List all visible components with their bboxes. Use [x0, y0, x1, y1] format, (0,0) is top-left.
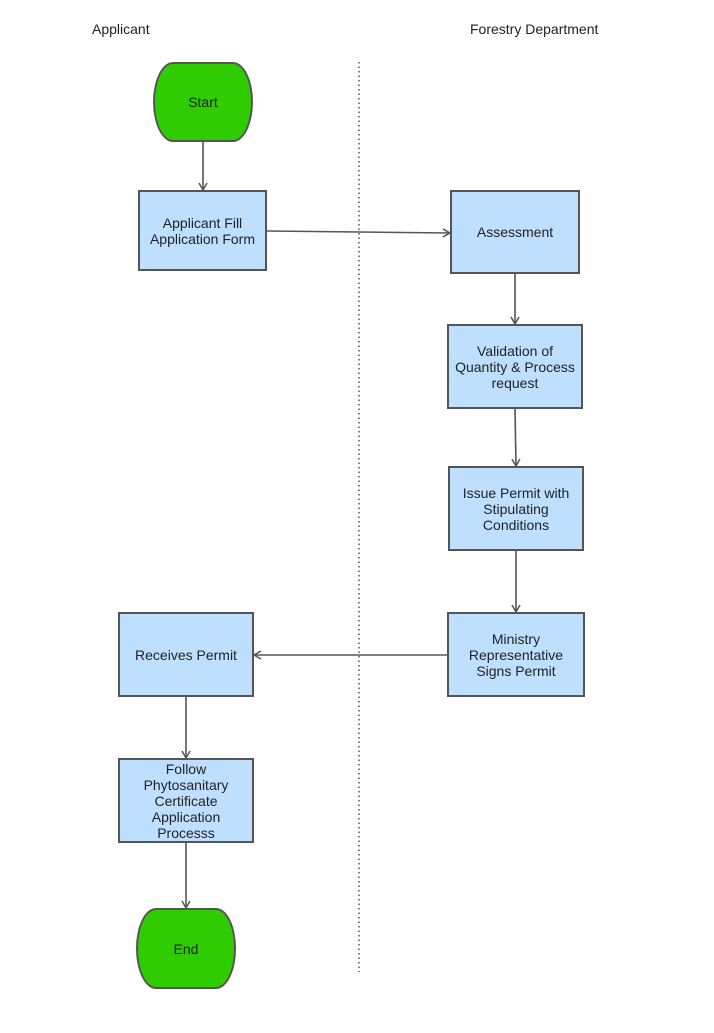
- start-label: Start: [188, 94, 218, 110]
- lane-header-forestry-department: Forestry Department: [470, 21, 599, 37]
- assessment-label: Assessment: [476, 224, 554, 240]
- phytosanitary-certificate-step: Follow Phytosanitary Certificate Applica…: [118, 758, 254, 843]
- arrow-fill-form-to-assessment: [266, 228, 452, 238]
- issue-permit-step: Issue Permit with Stipulating Conditions: [448, 466, 584, 551]
- start-terminal: Start: [153, 62, 253, 142]
- lane-header-applicant: Applicant: [92, 21, 150, 37]
- ministry-signs-permit-step: Ministry Representative Signs Permit: [447, 612, 585, 697]
- applicant-fill-application-form-step: Applicant Fill Application Form: [138, 190, 267, 271]
- issue-permit-label: Issue Permit with Stipulating Conditions: [462, 484, 570, 533]
- phytosanitary-label: Follow Phytosanitary Certificate Applica…: [143, 760, 229, 841]
- ministry-signs-label: Ministry Representative Signs Permit: [468, 630, 564, 679]
- end-label: End: [173, 940, 199, 957]
- validation-step: Validation of Quantity & Process request: [447, 324, 583, 409]
- assessment-step: Assessment: [450, 190, 580, 274]
- fill-form-label: Applicant Fill Application Form: [149, 214, 256, 247]
- arrow-validation-to-issue-permit: [511, 408, 521, 468]
- validation-label: Validation of Quantity & Process request: [455, 342, 575, 391]
- end-terminal: End: [136, 908, 236, 989]
- receives-permit-label: Receives Permit: [135, 646, 237, 663]
- receives-permit-step: Receives Permit: [118, 612, 254, 697]
